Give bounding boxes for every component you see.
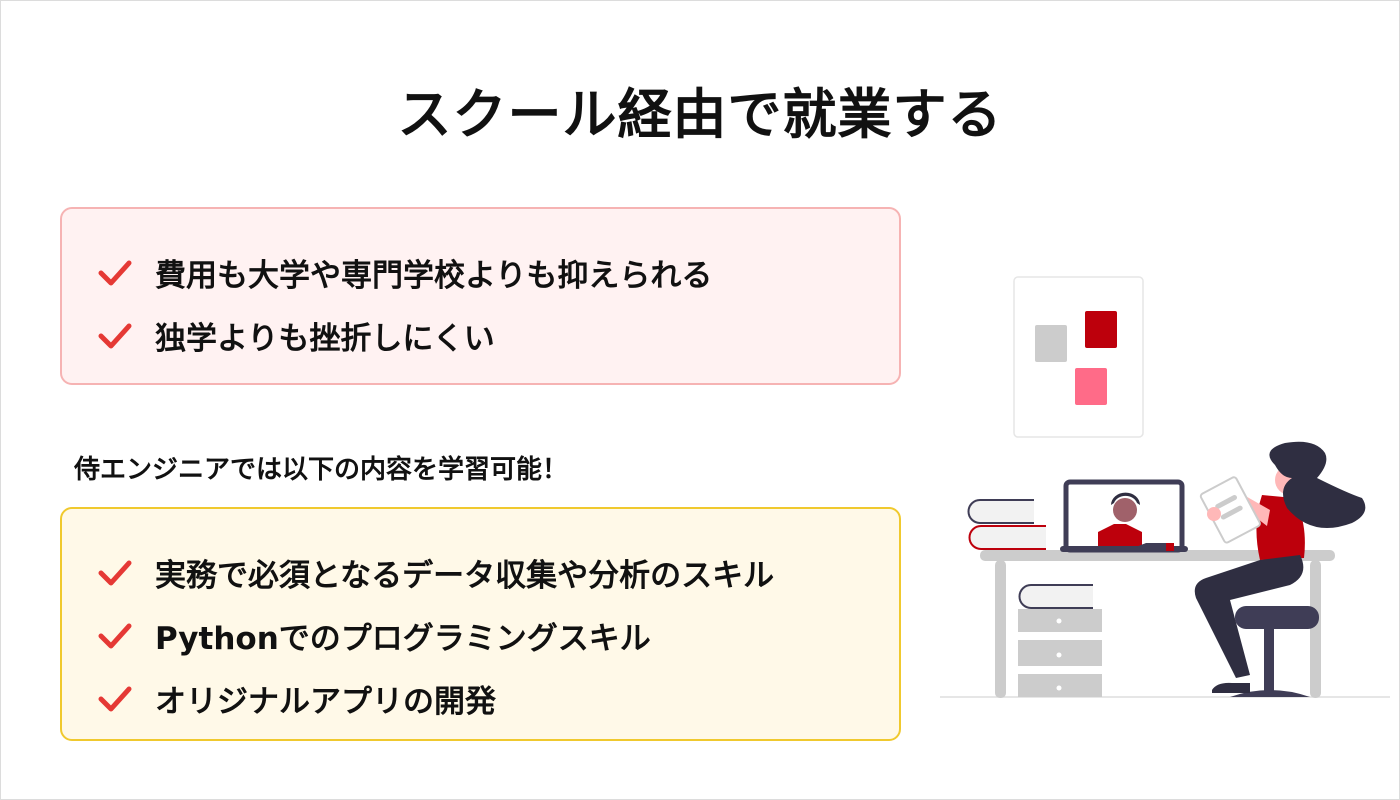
list-item: 実務で必須となるデータ収集や分析のスキル [62,541,899,604]
list-item: 独学よりも挫折しにくい [62,304,899,367]
wall-board [1013,276,1144,438]
list-item-text: Pythonでのプログラミングスキル [155,621,651,657]
list-item-text: 独学よりも挫折しにくい [155,321,495,357]
curriculum-box: 実務で必須となるデータ収集や分析のスキル Pythonでのプログラミングスキル … [60,507,901,741]
benefits-box: 費用も大学や専門学校よりも抑えられる 独学よりも挫折しにくい [60,207,901,385]
check-icon [98,260,132,285]
online-study-illustration [940,276,1390,698]
section-subtitle: 侍エンジニアでは以下の内容を学習可能！ [74,455,569,485]
list-item-text: 費用も大学や専門学校よりも抑えられる [155,258,713,294]
check-icon [98,560,132,585]
page-title: スクール経由で就業する [397,83,1003,146]
check-icon [98,323,132,348]
list-item: 費用も大学や専門学校よりも抑えられる [62,241,899,304]
list-item-text: 実務で必須となるデータ収集や分析のスキル [155,558,775,594]
list-item: Pythonでのプログラミングスキル [62,604,899,667]
check-icon [98,686,132,711]
list-item: オリジナルアプリの開発 [62,667,899,730]
list-item-text: オリジナルアプリの開発 [155,684,496,720]
check-icon [98,623,132,648]
